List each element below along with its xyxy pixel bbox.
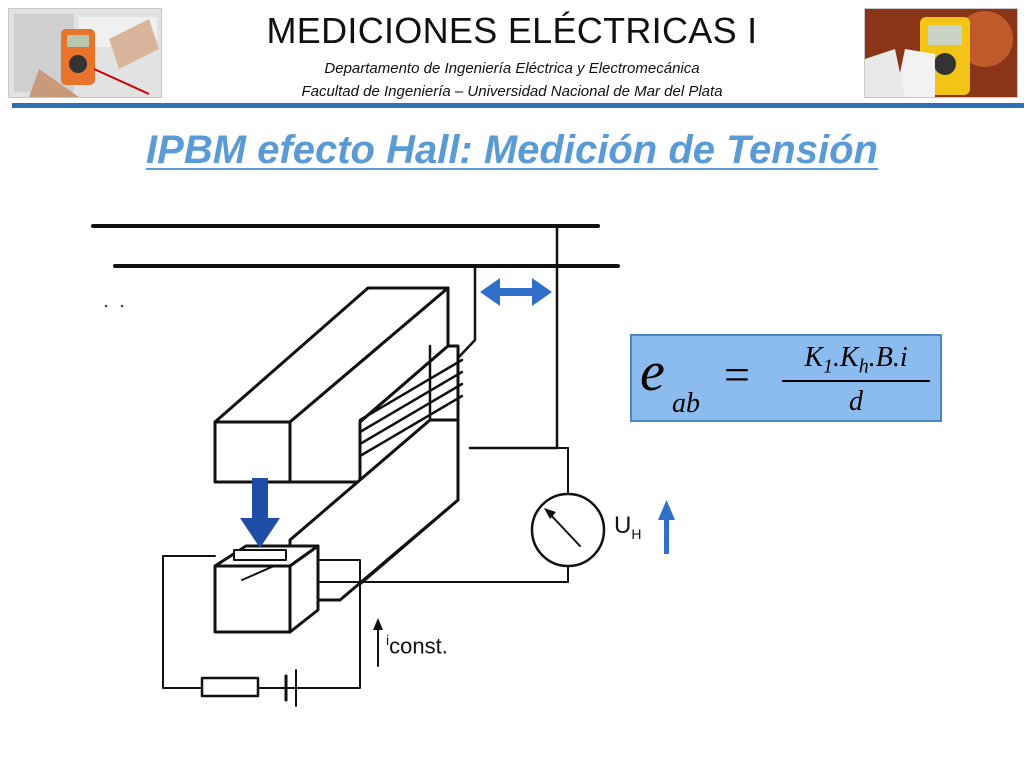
- current-loop: [162, 555, 361, 689]
- voltage-arrow-shaft: [664, 518, 669, 554]
- core-top-front: [213, 420, 292, 484]
- double-arrow-shaft: [496, 288, 532, 296]
- slide-title: IPBM efecto Hall: Medición de Tensión: [146, 128, 878, 172]
- formula-lhs: e: [640, 341, 665, 403]
- resistor: [200, 676, 260, 698]
- slide-header: MEDICIONES ELÉCTRICAS I Departamento de …: [0, 0, 1024, 110]
- multimeter-photo-left: [8, 8, 162, 98]
- magnetic-field-arrowhead: [240, 518, 280, 548]
- double-arrow-right-head: [532, 278, 552, 306]
- voltmeter-dial: [530, 492, 606, 568]
- hall-sensor-side: [288, 544, 320, 634]
- lead-wire-coil: [456, 264, 477, 360]
- formula-equals: =: [724, 349, 750, 400]
- course-title: MEDICIONES ELÉCTRICAS I: [266, 10, 758, 51]
- hall-voltage-formula: e ab = K1.Kh.B.i d: [630, 334, 942, 422]
- lead-wire-upper: [468, 224, 559, 450]
- formula-fraction-bar: [782, 380, 930, 382]
- constant-current-label: iconst.: [386, 632, 448, 659]
- magnetic-field-arrow-shaft: [252, 478, 268, 522]
- hall-voltage-label: UH: [614, 512, 642, 542]
- department-name: Departamento de Ingeniería Eléctrica y E…: [324, 60, 700, 77]
- formula-numerator: K1.Kh.B.i: [804, 342, 908, 378]
- faculty-name: Facultad de Ingeniería – Universidad Nac…: [301, 83, 723, 100]
- double-arrow-left-head: [480, 278, 500, 306]
- header-divider: [12, 103, 1024, 108]
- multimeter-photo-right: [864, 8, 1018, 98]
- formula-denominator: d: [849, 386, 863, 417]
- formula-lhs-subscript: ab: [672, 388, 700, 419]
- voltage-arrowhead: [658, 500, 675, 520]
